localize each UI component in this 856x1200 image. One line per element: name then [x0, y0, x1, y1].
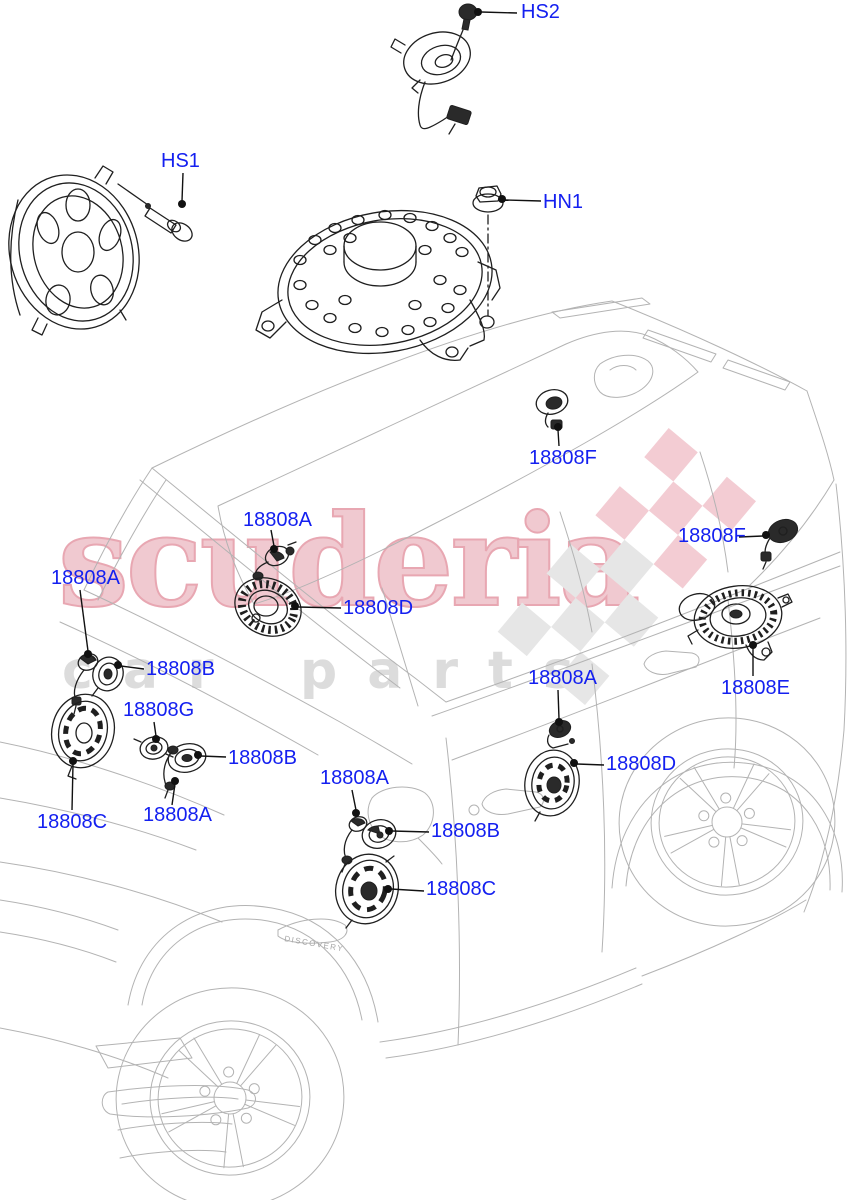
part-label-18808A-10[interactable]: 18808A	[143, 804, 212, 826]
part-label-18808B-9[interactable]: 18808B	[228, 747, 297, 769]
part-label-18808D-16[interactable]: 18808D	[606, 753, 677, 775]
part-label-18808C-11[interactable]: 18808C	[37, 811, 108, 833]
part-label-18808B-7[interactable]: 18808B	[146, 658, 215, 680]
part-label-18808E-18[interactable]: 18808E	[721, 677, 790, 699]
part-label-18808A-15[interactable]: 18808A	[528, 667, 597, 689]
part-label-18808F-17[interactable]: 18808F	[678, 525, 746, 547]
part-label-18808A-12[interactable]: 18808A	[320, 767, 389, 789]
part-label-HS2-0[interactable]: HS2	[521, 1, 560, 23]
part-label-HN1-2[interactable]: HN1	[543, 191, 584, 213]
part-label-18808B-13[interactable]: 18808B	[431, 820, 500, 842]
part-label-18808D-5[interactable]: 18808D	[343, 597, 414, 619]
part-label-18808G-8[interactable]: 18808G	[123, 699, 195, 721]
part-label-HS1-1[interactable]: HS1	[161, 150, 200, 172]
part-label-18808F-3[interactable]: 18808F	[529, 447, 597, 469]
part-label-18808A-6[interactable]: 18808A	[51, 567, 120, 589]
part-label-18808A-4[interactable]: 18808A	[243, 509, 312, 531]
part-label-18808C-14[interactable]: 18808C	[426, 878, 497, 900]
